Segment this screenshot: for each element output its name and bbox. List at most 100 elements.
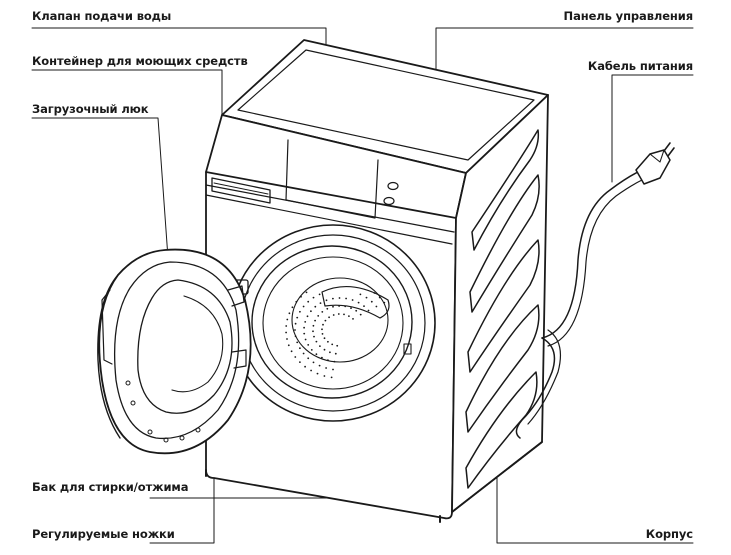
perforation-dot <box>307 357 310 360</box>
perforation-dot <box>325 299 328 302</box>
perforation-dot <box>375 305 378 308</box>
perforation-dot <box>334 352 337 355</box>
perforation-dot <box>314 305 317 308</box>
perforation-dot <box>326 307 329 310</box>
perforation-dot <box>294 356 297 358</box>
perforation-dot <box>285 331 287 334</box>
label-control-panel: Панель управления <box>563 9 694 23</box>
perforation-dot <box>312 361 315 364</box>
perforation-dot <box>314 319 316 322</box>
perforation-dot <box>303 326 305 329</box>
perforation-dot <box>373 292 376 294</box>
perforation-dot <box>288 312 291 315</box>
perforation-dot <box>299 347 301 350</box>
label-detergent-container: Контейнер для моющих средств <box>32 54 248 68</box>
perforation-dot <box>359 313 362 316</box>
perforation-dot <box>307 300 310 303</box>
perforation-dot <box>321 328 323 331</box>
perforation-dot <box>365 296 368 299</box>
perforation-dot <box>294 335 297 338</box>
perforation-dot <box>312 330 314 333</box>
perforation-dot <box>330 376 333 379</box>
perforation-dot <box>310 369 312 372</box>
perforation-dot <box>332 305 334 308</box>
perforation-dot <box>287 344 290 347</box>
perforation-dot <box>304 338 307 341</box>
label-power-cable: Кабель питания <box>587 59 693 73</box>
perforation-dot <box>321 356 323 359</box>
perforation-dot <box>299 310 301 313</box>
perforation-dot <box>329 351 331 354</box>
power-cable <box>515 171 643 439</box>
perforation-dot <box>307 344 310 346</box>
perforation-dot <box>352 318 354 320</box>
perforation-dot <box>332 368 334 371</box>
perforation-dot <box>378 296 381 299</box>
perforation-dot <box>318 293 321 296</box>
perforation-dot <box>355 309 358 312</box>
loading-door <box>97 248 252 455</box>
perforation-dot <box>291 306 294 309</box>
perforation-dot <box>343 313 345 316</box>
perforation-dot <box>370 300 373 303</box>
side-panel-ridges <box>465 129 540 489</box>
label-adjustable-feet: Регулируемые ножки <box>32 527 175 541</box>
perforation-dot <box>302 305 305 308</box>
perforation-dot <box>315 340 318 343</box>
perforation-dot <box>317 315 320 317</box>
drum-perforations <box>285 291 386 379</box>
perforation-dot <box>327 340 329 343</box>
perforation-dot <box>285 325 288 327</box>
perforation-dot <box>322 323 324 326</box>
perforation-dot <box>302 352 305 355</box>
perforation-dot <box>304 321 307 323</box>
perforation-dot <box>359 293 362 296</box>
perforation-dot <box>294 329 296 331</box>
perforation-dot <box>338 305 340 307</box>
perforation-dot <box>348 315 350 317</box>
perforation-dot <box>290 350 293 353</box>
perforation-dot <box>321 311 324 313</box>
label-water-valve: Клапан подачи воды <box>32 9 172 23</box>
perforation-dot <box>313 335 315 338</box>
perforation-dot <box>296 316 299 319</box>
perforation-dot <box>327 359 329 361</box>
perforation-dot <box>345 297 347 300</box>
perforation-dot <box>344 305 347 308</box>
perforation-dot <box>286 318 289 321</box>
perforation-dot <box>316 372 319 375</box>
perforation-dot <box>337 313 340 315</box>
drum-assembly <box>230 224 436 422</box>
power-plug <box>635 142 675 185</box>
perforation-dot <box>357 301 360 304</box>
perforation-dot <box>296 341 299 344</box>
perforation-dot <box>319 345 321 347</box>
label-housing: Корпус <box>645 527 693 541</box>
perforation-dot <box>331 343 334 346</box>
perforation-dot <box>300 295 302 298</box>
label-loading-door: Загрузочный люк <box>32 102 149 116</box>
perforation-dot <box>312 296 315 299</box>
perforation-dot <box>333 360 336 363</box>
perforation-dot <box>332 297 334 300</box>
perforation-dot <box>312 324 315 327</box>
perforation-dot <box>325 367 327 369</box>
perforation-dot <box>350 307 352 309</box>
perforation-dot <box>323 337 326 340</box>
perforation-dot <box>305 291 308 294</box>
perforation-dot <box>324 319 327 322</box>
perforation-dot <box>310 310 312 313</box>
perforation-dot <box>319 302 322 304</box>
perforation-dot <box>383 301 386 304</box>
perforation-dot <box>306 315 309 318</box>
perforation-dot <box>338 297 341 299</box>
perforation-dot <box>323 348 326 351</box>
perforation-dot <box>328 316 330 319</box>
perforation-dot <box>315 353 318 356</box>
perforation-dot <box>294 322 297 325</box>
perforation-dot <box>299 361 301 363</box>
perforation-dot <box>304 365 306 368</box>
perforation-dot <box>303 332 306 335</box>
perforation-dot <box>336 344 339 347</box>
perforation-dot <box>323 375 326 377</box>
